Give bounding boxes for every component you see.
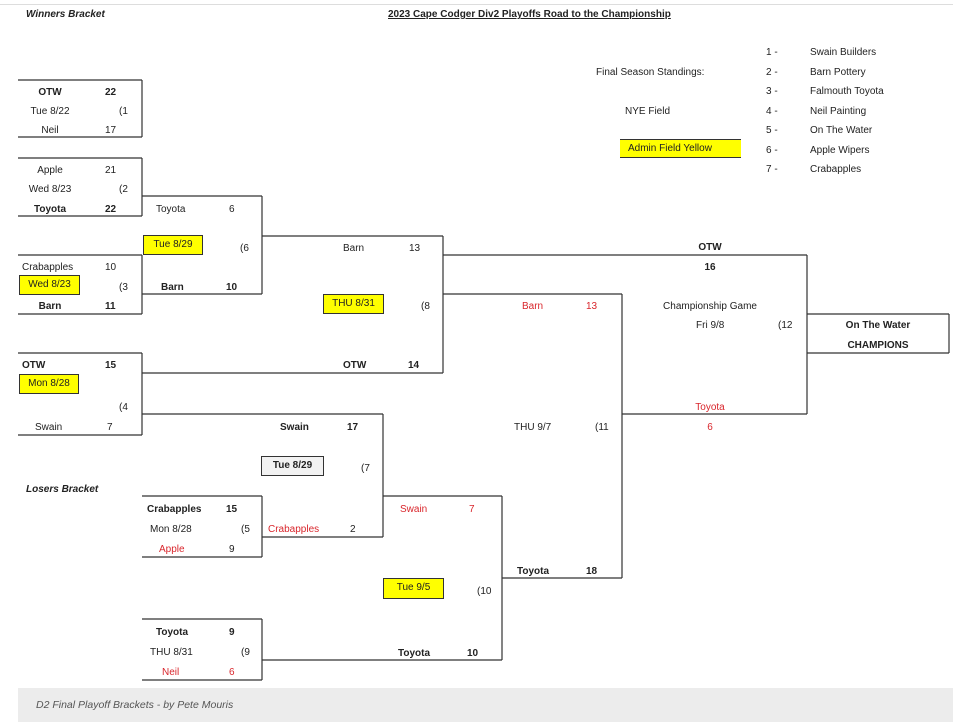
team-score: 13 (409, 243, 421, 254)
champion-label: CHAMPIONS (847, 340, 909, 351)
game-number: (4 (119, 402, 128, 413)
team-name: Apple (37, 165, 63, 176)
game-number: (11 (595, 422, 609, 433)
team-score: 6 (707, 422, 713, 433)
team-name: Toyota (33, 204, 67, 215)
game-number: (1 (119, 106, 128, 117)
team-name: Apple (159, 544, 185, 555)
team-name: Toyota (517, 566, 550, 577)
team-score: 10 (105, 262, 117, 273)
team-name: Toyota (156, 204, 186, 215)
standing-rank: 3 - (766, 86, 778, 97)
game-date: Wed 8/23 (28, 184, 72, 195)
game-number: (10 (477, 586, 492, 597)
standings-label: Final Season Standings: (596, 67, 705, 78)
admin-field-legend: Admin Field Yellow (620, 139, 741, 158)
game-number: (5 (241, 524, 250, 535)
team-score: 7 (469, 504, 475, 515)
championship-label: Championship Game (663, 301, 757, 312)
team-name: Swain (400, 504, 428, 515)
team-score: 10 (467, 648, 479, 659)
top-divider (0, 4, 953, 5)
team-name: Toyota (695, 402, 725, 413)
team-score: 9 (229, 627, 235, 638)
team-name: Barn (38, 301, 62, 312)
team-score: 22 (105, 87, 117, 98)
team-score: 14 (408, 360, 420, 371)
team-score: 10 (226, 282, 238, 293)
team-score: 16 (704, 262, 716, 273)
standing-rank: 7 - (766, 164, 778, 175)
standing-rank: 5 - (766, 125, 778, 136)
team-score: 22 (105, 204, 117, 215)
game-date: THU 8/31 (150, 647, 193, 658)
team-name: OTW (343, 360, 367, 371)
team-score: 15 (105, 360, 117, 371)
standing-team: Apple Wipers (810, 145, 870, 156)
standing-team: Falmouth Toyota (810, 86, 884, 97)
game-date: Mon 8/28 (150, 524, 192, 535)
losers-bracket-label: Losers Bracket (26, 484, 99, 495)
caption-text: D2 Final Playoff Brackets - by Pete Mour… (36, 699, 234, 711)
standing-team: Crabapples (810, 164, 862, 175)
game-date-admin-field: Mon 8/28 (19, 374, 79, 394)
standing-team: Swain Builders (810, 47, 877, 58)
team-name: Toyota (398, 648, 431, 659)
team-name: Neil (162, 667, 180, 678)
team-score: 11 (105, 301, 116, 312)
game-number: (12 (778, 320, 793, 331)
team-name: Barn (522, 301, 544, 312)
team-name: OTW (698, 242, 722, 253)
game-date-admin-field: Tue 9/5 (383, 578, 444, 599)
team-name: Crabapples (22, 262, 74, 273)
standing-team: On The Water (810, 125, 873, 136)
game-number: (3 (119, 282, 128, 293)
team-score: 9 (229, 544, 235, 555)
team-score: 17 (105, 125, 117, 136)
team-score: 2 (350, 524, 356, 535)
team-score: 6 (229, 667, 235, 678)
game-date: Tue 8/22 (30, 106, 70, 117)
nye-field-legend: NYE Field (625, 106, 671, 117)
game-date-admin-field: Tue 8/29 (143, 235, 203, 255)
game-number: (2 (119, 184, 128, 195)
team-score: 21 (105, 165, 117, 176)
team-name: OTW (22, 360, 46, 371)
game-date-admin-field: Wed 8/23 (19, 275, 80, 295)
game-number: (8 (421, 301, 430, 312)
team-score: 13 (586, 301, 598, 312)
standing-team: Neil Painting (810, 106, 867, 117)
champion-team: On The Water (845, 320, 911, 331)
standing-rank: 2 - (766, 67, 778, 78)
team-name: Neil (41, 125, 59, 136)
team-name: Crabapples (147, 504, 202, 515)
standing-rank: 6 - (766, 145, 778, 156)
team-score: 17 (347, 422, 359, 433)
team-name: Crabapples (268, 524, 320, 535)
game-number: (9 (241, 647, 250, 658)
standing-rank: 1 - (766, 47, 778, 58)
game-date-admin-field: THU 8/31 (323, 294, 384, 314)
standing-team: Barn Pottery (810, 67, 866, 78)
team-name: Toyota (156, 627, 189, 638)
game-date-nye-field: Tue 8/29 (261, 456, 324, 476)
winners-bracket-label: Winners Bracket (26, 9, 105, 20)
image-caption: D2 Final Playoff Brackets - by Pete Mour… (18, 688, 953, 722)
team-score: 6 (229, 204, 235, 215)
team-score: 7 (107, 422, 113, 433)
game-number: (6 (240, 243, 249, 254)
team-name: Barn (343, 243, 365, 254)
team-score: 18 (586, 566, 598, 577)
game-date: Fri 9/8 (696, 320, 725, 331)
page-title: 2023 Cape Codger Div2 Playoffs Road to t… (388, 9, 671, 20)
team-name: Swain (280, 422, 309, 433)
team-name: Swain (35, 422, 63, 433)
team-name: Barn (161, 282, 184, 293)
game-date: THU 9/7 (514, 422, 552, 433)
team-score: 15 (226, 504, 238, 515)
game-number: (7 (361, 463, 370, 474)
team-name: OTW (38, 87, 62, 98)
standing-rank: 4 - (766, 106, 778, 117)
